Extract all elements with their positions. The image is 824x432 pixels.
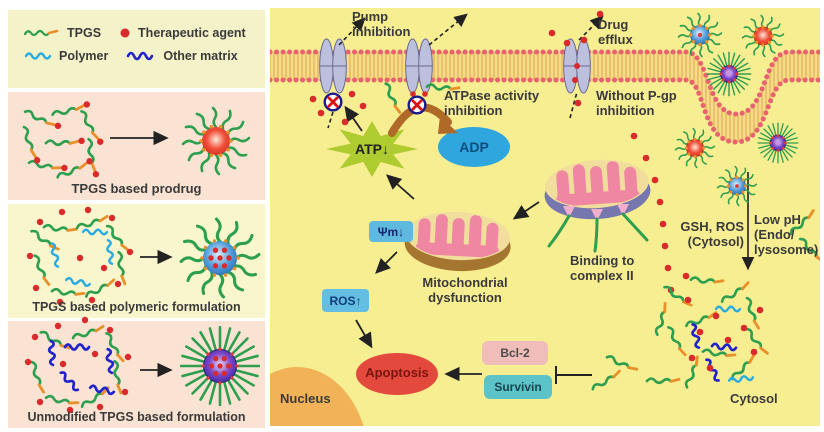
tpgs-icon <box>24 29 59 37</box>
prodrug-label: TPGS based prodrug <box>71 181 202 196</box>
other-matrix-icon <box>127 51 154 61</box>
gsh-ros-label: GSH, ROS (Cytosol) <box>680 219 744 249</box>
drug-efflux-label: Drug efflux <box>598 17 633 47</box>
unmodified-label: Unmodified TPGS based formulation <box>27 410 246 424</box>
psi-m-badge: Ψm↓ <box>369 221 413 242</box>
bcl2-badge: Bcl-2 <box>482 341 548 365</box>
atpase-inhibition-label: ATPase activity inhibition <box>444 88 540 118</box>
legend-label-matrix: Other matrix <box>163 49 238 63</box>
binding-complex2-label: Binding to complex II <box>570 253 635 283</box>
legend-panel <box>8 10 265 88</box>
apoptosis-label: Apoptosis <box>365 365 429 380</box>
legend: TPGS Therapeutic agent Polymer Other mat… <box>8 10 265 63</box>
adp-label: ADP <box>459 139 489 155</box>
survivin-badge: Survivin <box>484 375 552 399</box>
legend-label-polymer: Polymer <box>59 49 109 63</box>
mito-dysfunction-label: Mitochondrial dysfunction <box>422 275 508 305</box>
cytosol-label: Cytosol <box>730 391 778 406</box>
legend-label-tpgs: TPGS <box>67 26 102 40</box>
legend-item-tpgs: TPGS <box>24 26 101 40</box>
therapeutic-agent-icon <box>120 28 130 38</box>
polymeric-label: TPGS based polymeric formulation <box>32 300 241 314</box>
legend-item-agent: Therapeutic agent <box>119 26 246 40</box>
without-pgp-label: Without P-gp inhibition <box>596 88 677 118</box>
pump-inhibition-label: Pump inhibition <box>352 9 411 39</box>
ros-badge: ROS↑ <box>322 289 369 312</box>
low-ph-label: Low pH (Endo/ lysosome) <box>754 212 819 257</box>
atp-label: ATP↓ <box>355 141 389 157</box>
legend-item-matrix: Other matrix <box>126 49 238 63</box>
legend-label-agent: Therapeutic agent <box>138 26 246 40</box>
nucleus-label: Nucleus <box>280 391 331 406</box>
legend-item-polymer: Polymer <box>24 49 108 63</box>
polymer-icon <box>24 52 52 60</box>
